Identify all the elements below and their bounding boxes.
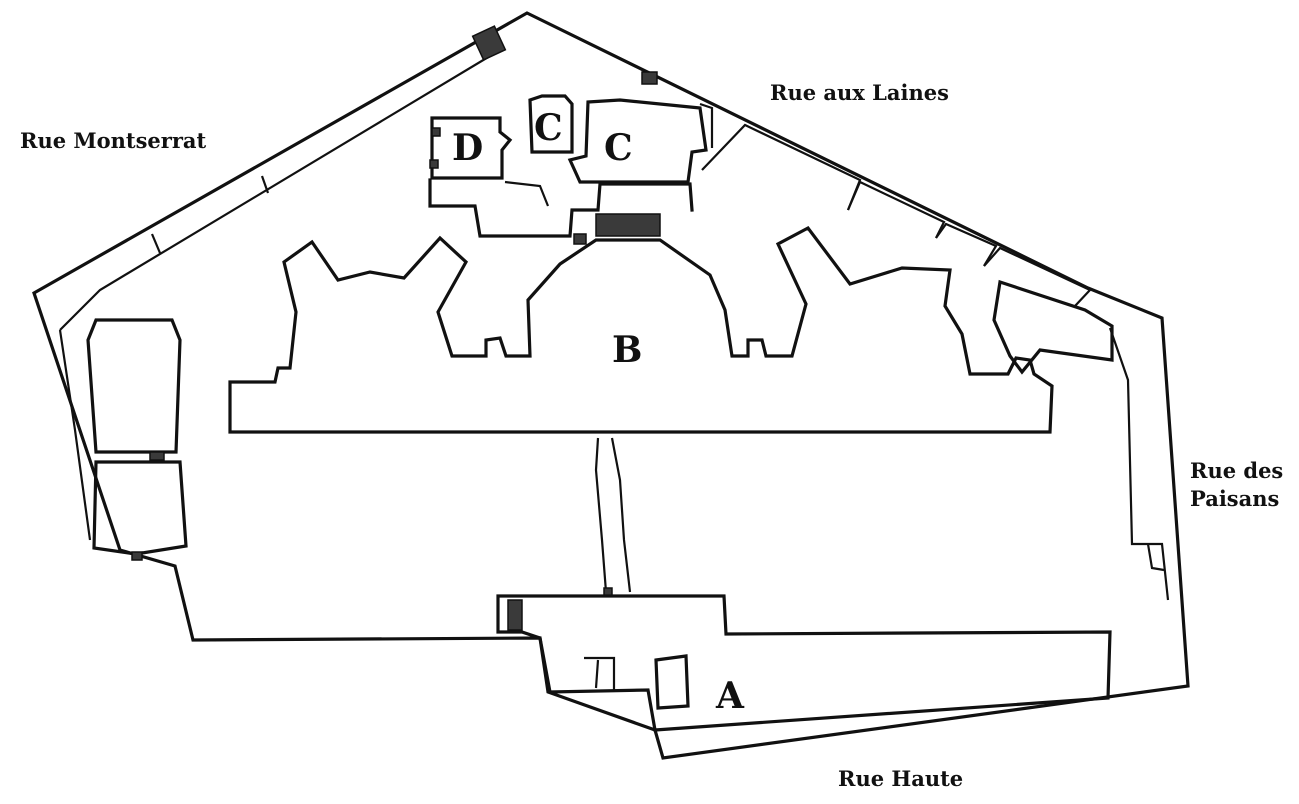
laines-room-2 bbox=[846, 180, 946, 239]
hatched-pier-a bbox=[507, 599, 523, 631]
connector-wing bbox=[428, 178, 694, 238]
block-c-annex bbox=[699, 102, 714, 148]
connector-mark bbox=[573, 233, 587, 245]
paisans-corner-mark bbox=[1146, 543, 1165, 572]
laines-room-4 bbox=[983, 246, 1092, 307]
outer-perimeter bbox=[32, 11, 1190, 760]
building-a-inner-room bbox=[584, 656, 616, 690]
building-a-niche bbox=[654, 654, 690, 710]
block-d-mark-1 bbox=[431, 127, 441, 137]
label-rue-des-paisans-1: Rue des bbox=[1190, 458, 1283, 483]
left-door-mark-1 bbox=[149, 451, 165, 461]
paisans-room bbox=[992, 279, 1114, 375]
label-building-a: A bbox=[715, 675, 745, 717]
hatched-pier-laines bbox=[641, 71, 658, 85]
block-c-small-outline bbox=[528, 94, 574, 154]
room-left-lower bbox=[92, 460, 188, 556]
hatched-passage-b bbox=[595, 213, 661, 237]
laines-room-3 bbox=[935, 222, 998, 267]
building-b-outline bbox=[228, 225, 1054, 434]
block-c-main-outline bbox=[567, 98, 708, 184]
montserrat-inner-wall-lower bbox=[58, 329, 92, 541]
central-corridor bbox=[594, 437, 632, 593]
room-left-upper bbox=[86, 318, 182, 454]
montserrat-inner-wall bbox=[59, 49, 501, 331]
connector-inner bbox=[504, 180, 550, 207]
label-building-d: D bbox=[452, 127, 483, 169]
left-door-mark-2 bbox=[131, 551, 143, 561]
label-building-c-left: C bbox=[534, 107, 563, 149]
label-rue-montserrat: Rue Montserrat bbox=[20, 128, 207, 153]
building-a-outline bbox=[496, 594, 1112, 732]
paisans-inner-wall bbox=[1108, 327, 1170, 601]
block-d-mark-2 bbox=[429, 159, 439, 169]
block-d-outline bbox=[430, 116, 513, 180]
hatched-pier-top bbox=[471, 25, 507, 61]
label-rue-aux-laines: Rue aux Laines bbox=[770, 80, 949, 105]
label-rue-haute: Rue Haute bbox=[838, 766, 963, 791]
label-rue-des-paisans-2: Paisans bbox=[1190, 486, 1279, 511]
label-building-c-right: C bbox=[604, 127, 633, 169]
montserrat-divider-1 bbox=[260, 175, 270, 194]
montserrat-divider-2 bbox=[150, 233, 162, 254]
label-building-b: B bbox=[612, 329, 642, 371]
